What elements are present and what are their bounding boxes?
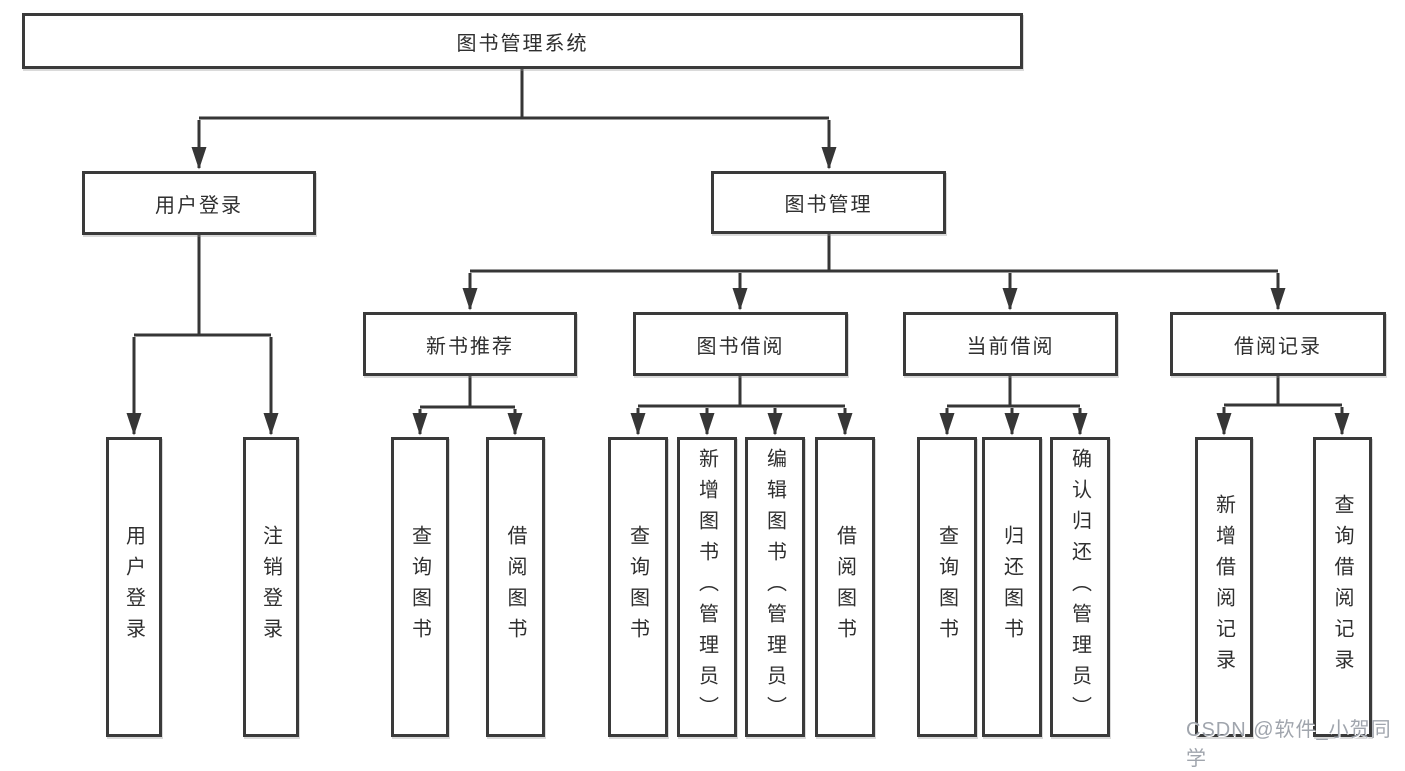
leaf-current-query-books: 查询图书 bbox=[917, 437, 977, 737]
leaf-logout: 注销登录 bbox=[243, 437, 299, 737]
node-user-login: 用户登录 bbox=[82, 171, 316, 235]
leaf-add-borrow-record: 新增借阅记录 bbox=[1195, 437, 1253, 737]
connector-new-book-recommend bbox=[420, 376, 515, 409]
leaf-user-login: 用户登录 bbox=[106, 437, 162, 737]
connector-lines bbox=[126, 69, 1350, 436]
node-book-borrow: 图书借阅 bbox=[633, 312, 848, 376]
connector-book-borrow bbox=[638, 376, 845, 408]
node-system-root: 图书管理系统 bbox=[22, 13, 1023, 69]
node-new-book-recommend: 新书推荐 bbox=[363, 312, 577, 376]
leaf-recommend-query-books: 查询图书 bbox=[391, 437, 449, 737]
leaf-edit-books-admin: 编辑图书（管理员） bbox=[745, 437, 805, 737]
node-current-borrow: 当前借阅 bbox=[903, 312, 1118, 376]
connector-user-login bbox=[134, 235, 271, 337]
leaf-borrow-query-books: 查询图书 bbox=[608, 437, 668, 737]
connector-borrow-records bbox=[1224, 376, 1342, 407]
csdn-watermark: CSDN @软件_小贺同学 bbox=[1186, 719, 1392, 770]
connector-root bbox=[199, 69, 829, 120]
connector-current-borrow bbox=[947, 376, 1080, 408]
leaf-add-books-admin: 新增图书（管理员） bbox=[677, 437, 737, 737]
node-book-management: 图书管理 bbox=[711, 171, 946, 234]
leaf-borrow-books: 借阅图书 bbox=[815, 437, 875, 737]
node-borrow-records: 借阅记录 bbox=[1170, 312, 1386, 376]
leaf-return-books: 归还图书 bbox=[982, 437, 1042, 737]
leaf-recommend-borrow-books: 借阅图书 bbox=[486, 437, 545, 737]
leaf-confirm-return-admin: 确认归还（管理员） bbox=[1050, 437, 1110, 737]
diagram-canvas: 图书管理系统 用户登录 图书管理 新书推荐 图书借阅 当前借阅 借阅记录 用户登… bbox=[22, 13, 1391, 770]
connector-book-management bbox=[470, 234, 1278, 273]
leaf-query-borrow-record: 查询借阅记录 bbox=[1313, 437, 1372, 737]
